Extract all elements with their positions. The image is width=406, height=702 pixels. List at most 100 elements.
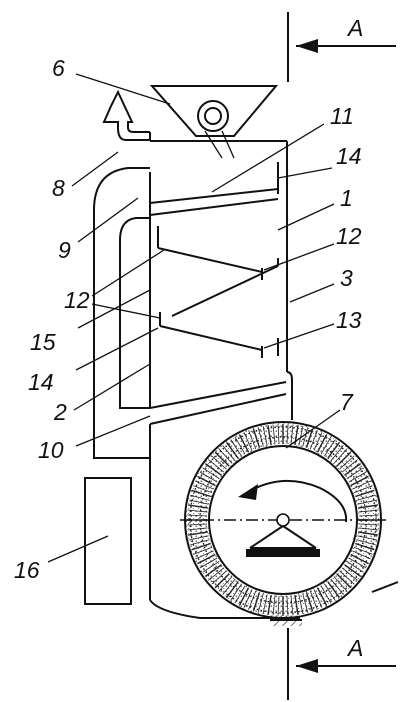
label-13: 13 [336,307,362,333]
drum-bristle [211,570,227,585]
drum-bristle [267,594,272,615]
drum-bristle [358,509,379,513]
drum-bristle [357,499,377,505]
label-12-right: 12 [336,223,362,249]
drum-bristle [298,594,304,614]
drum-bristle [309,590,318,610]
drum-bristle [286,424,289,445]
drum-bristle [187,527,208,531]
drum-bristle [320,585,332,604]
drum-bristle [290,424,294,445]
drum-bristle [248,590,257,610]
drum-bristle [193,485,213,494]
section-label-top: A [346,15,363,41]
label-14-left: 14 [28,369,54,395]
drum-bristle [346,561,364,573]
magnetic-drum [180,421,399,619]
drum-bristle [294,594,299,615]
feed-hopper [149,85,279,159]
label-2: 2 [53,399,67,425]
label-7: 7 [340,389,354,415]
drum-bristle [191,489,211,498]
section-label-bottom: A [346,635,363,661]
drum-bristle [339,455,355,470]
drum-bristle [214,573,230,589]
drum-bristle [193,546,213,555]
drum-bristle [341,459,358,473]
drum-bristle [316,587,328,606]
drum-bristle [189,499,209,505]
drum-bristle [204,564,222,577]
leader-lines [47,73,341,563]
drum-bristle [187,509,208,513]
drum-bristle [188,531,209,536]
drum-bristle [348,471,367,483]
drum-bristle [324,583,336,601]
drum-bristle [333,576,348,592]
drum-bristle [356,494,376,501]
drum-bristle [286,595,289,616]
drum-bristle [208,567,225,581]
drum-bristle [202,561,220,573]
label-8: 8 [52,175,65,201]
label-12-left: 12 [64,287,90,313]
drum-bristle [222,578,236,595]
drum-bristle [353,546,373,555]
label-16: 16 [14,557,40,583]
exhaust-pipe [102,89,150,141]
drum-bristle [190,494,210,501]
drum-bristle [189,535,209,541]
return-channel [93,167,151,459]
drum-bristle [302,593,309,613]
drum-bristle [353,485,373,494]
drum-bristle [208,459,225,473]
drum-bristle [357,535,377,541]
ground-support [270,619,302,626]
drum-bristle [352,480,371,490]
drum-bristle [218,576,233,592]
inclined-plates [149,188,287,425]
drum-bristle [243,589,253,608]
drum-bristle [344,463,362,476]
label-9: 9 [58,237,71,263]
drum-bristle [357,531,378,536]
drum-bristle [350,475,369,487]
drum-bristle [262,594,268,614]
drum-bristle [277,424,280,445]
drum-bristle [195,550,214,560]
drum-bristle [199,557,218,569]
drum-bristle [327,581,340,599]
drum-bristle [336,451,352,467]
drum-bristle [336,573,352,589]
drum-bristle [222,445,236,462]
label-15: 15 [30,329,56,355]
drum-bristle [324,439,336,457]
drum-bristle [290,595,294,616]
drum-bristle [230,439,242,457]
drum-bristle [226,581,239,599]
drum-bristle [262,426,268,446]
label-10: 10 [38,437,64,463]
drum-bristle [211,455,227,470]
drum-bristle [234,585,246,604]
drum-bristle [267,425,272,446]
drum-bristle [358,523,379,526]
label-6: 6 [52,55,65,81]
drum-bristle [257,427,264,447]
drum-bristle [191,542,211,551]
drum-bristle [356,539,376,546]
drum-bristle [199,471,218,483]
drum-bristle [238,587,250,606]
label-1: 1 [340,185,353,211]
label-14-top: 14 [336,143,362,169]
drum-bristle [214,451,230,467]
drum-bristle [234,436,246,455]
drum-bristle [197,475,216,487]
drum-bristle [339,570,355,585]
drum-bristle [355,489,375,498]
drum-bristle [204,463,222,476]
drum-bristle [187,523,208,526]
drum-bristle [252,428,261,448]
drum-bristle [202,467,220,479]
drum-bristle [187,514,208,517]
